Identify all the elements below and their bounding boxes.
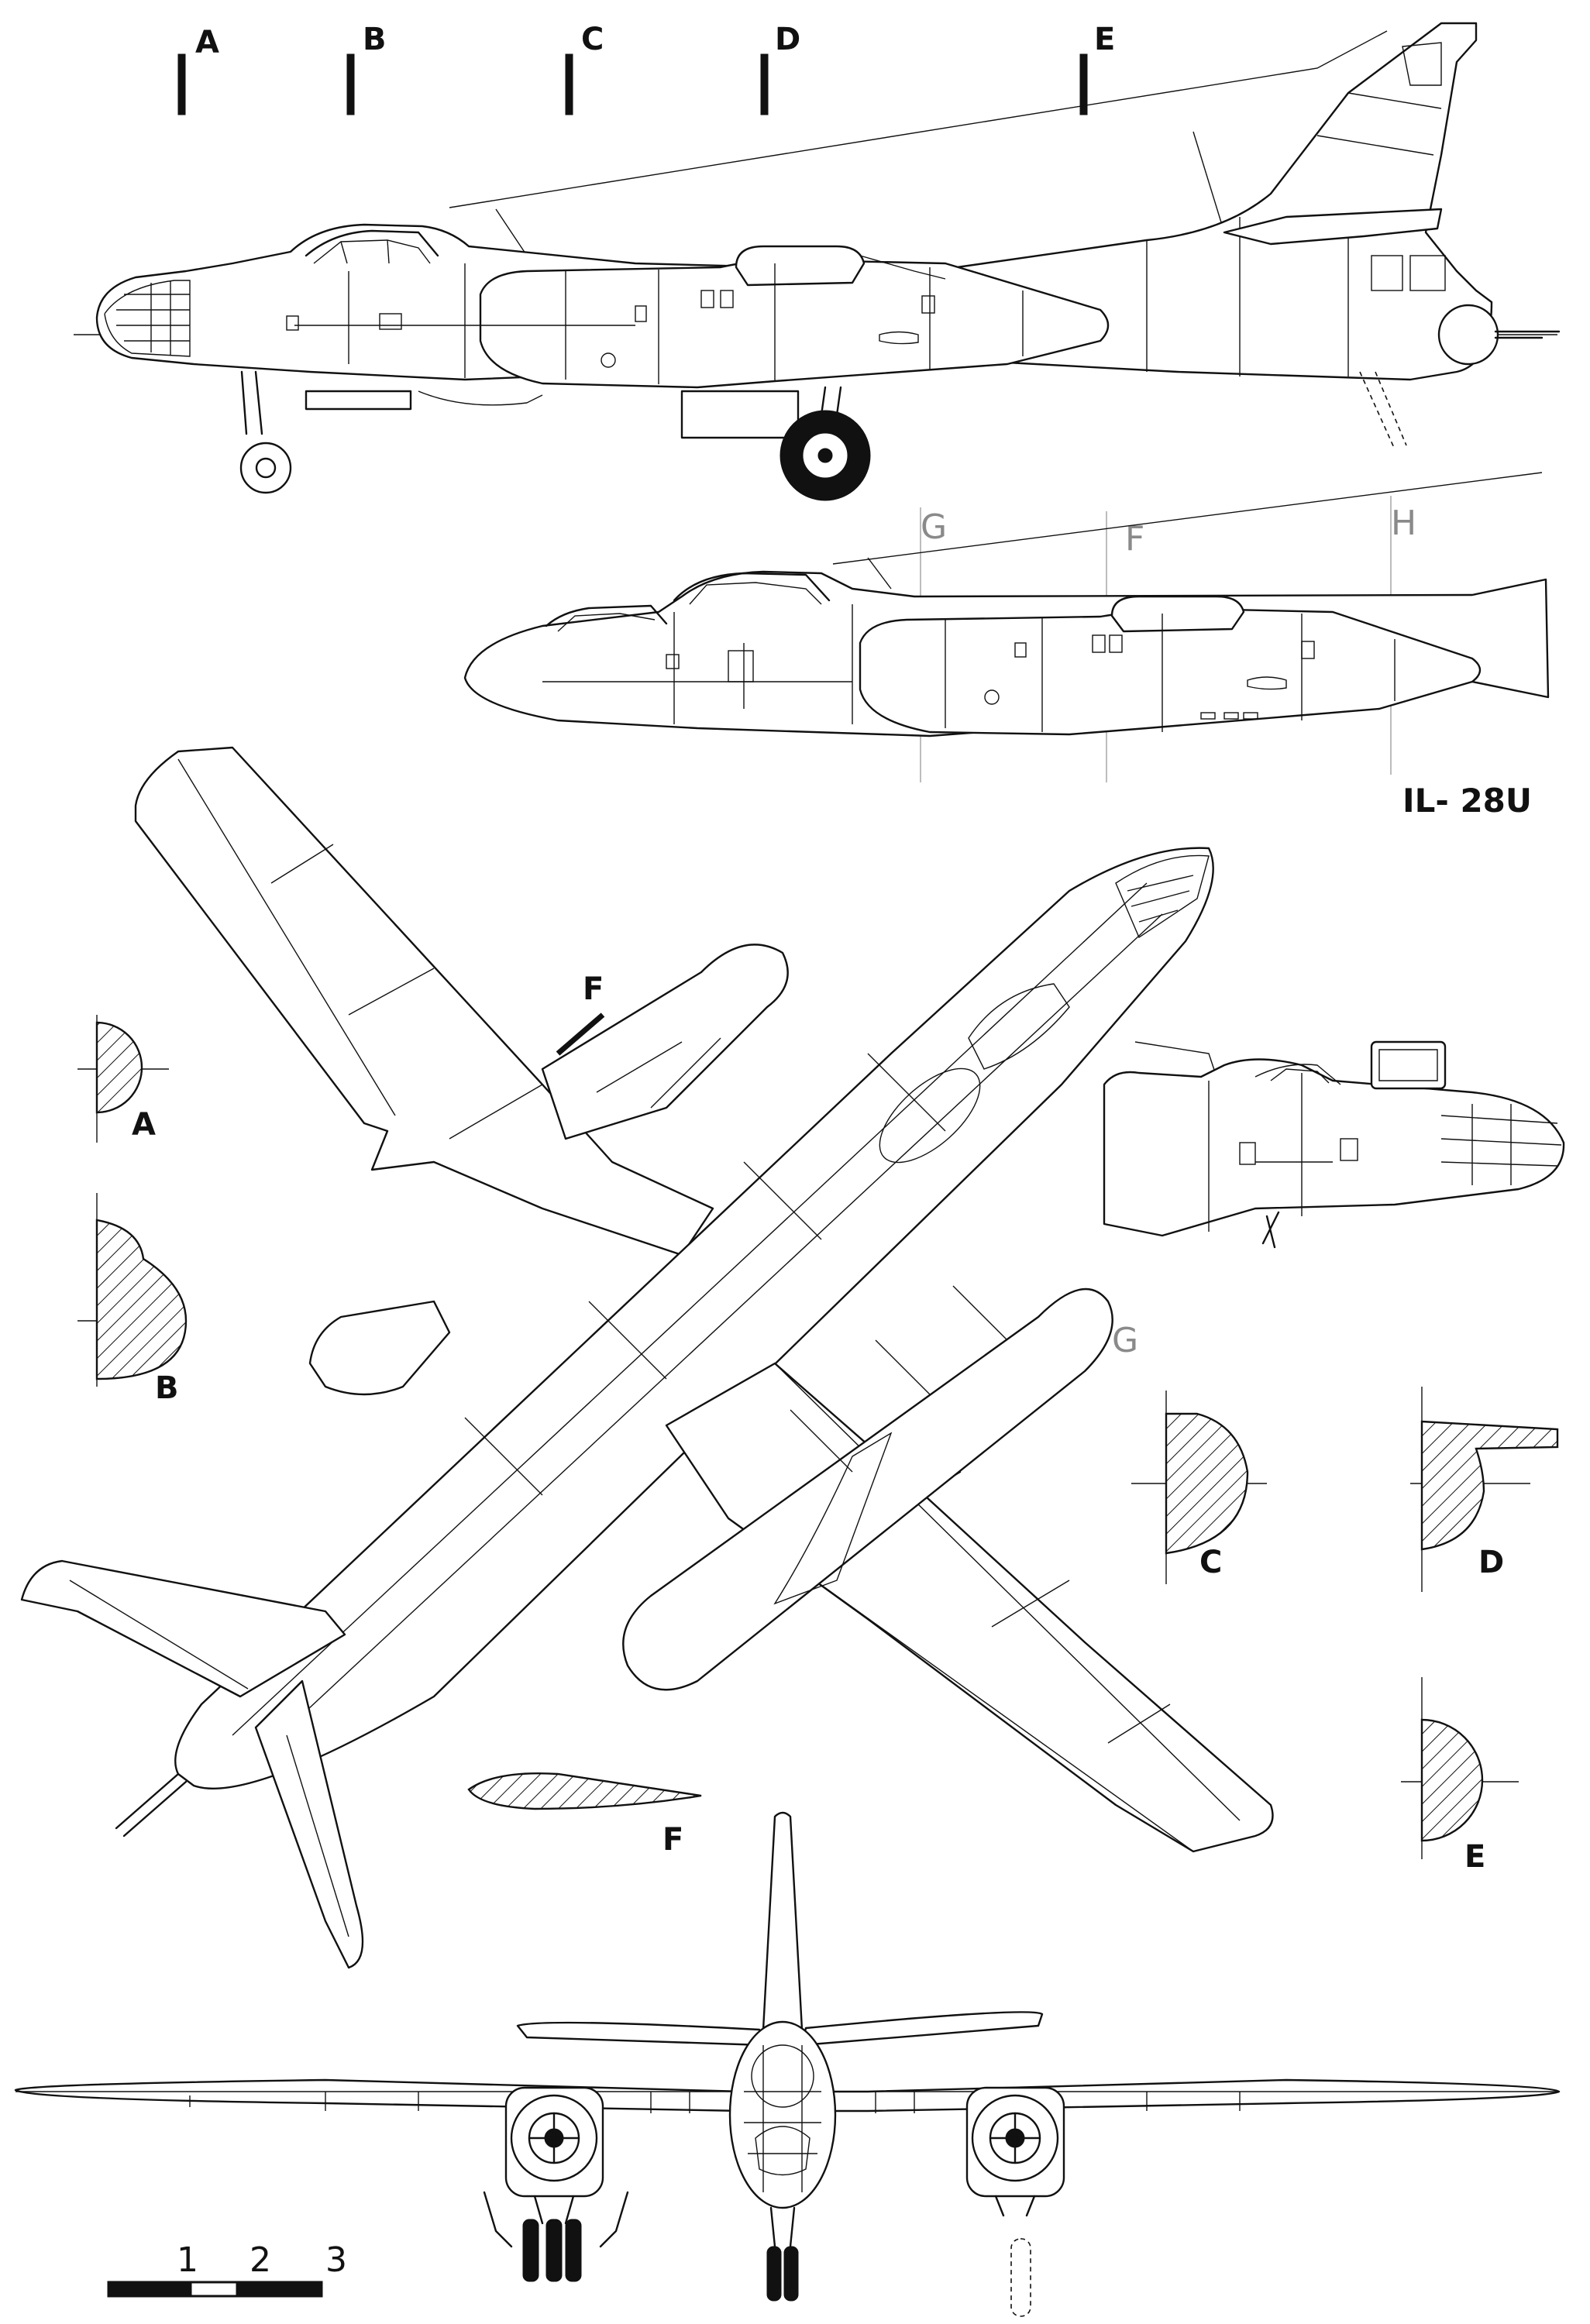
cross-sections: A B C D E F [77, 1015, 1559, 1875]
section-label-e: E [1464, 1839, 1485, 1875]
section-label-c: C [1199, 1545, 1222, 1580]
station-mark-b: B [363, 22, 387, 57]
variant-label: IL- 28U [1402, 782, 1532, 820]
section-label-b: B [155, 1370, 179, 1406]
section-label-d: D [1478, 1545, 1504, 1580]
wing-section-label-f: F [662, 1822, 683, 1858]
section-label-a: A [132, 1107, 156, 1143]
station-markers: A B C D E [177, 22, 1115, 115]
side-view-il28 [74, 22, 1561, 501]
station-mark-a: A [195, 25, 219, 60]
station-mark-c: C [581, 22, 604, 57]
side-view-il28u: G F H IL- 28U [463, 472, 1550, 820]
scale-bar: 1 2 3 [107, 2240, 347, 2298]
top-view-ghost-g: G [1112, 1321, 1138, 1360]
front-view [14, 1811, 1561, 2317]
station-ghost-h: H [1391, 504, 1416, 543]
trainer-nose-detail [1103, 1040, 1565, 1249]
scale-label-2: 2 [250, 2240, 271, 2280]
station-ghost-g: G [921, 507, 947, 547]
station-mark-e: E [1094, 22, 1115, 57]
plan-view: F G [20, 746, 1274, 1969]
station-mark-d: D [775, 22, 800, 57]
scale-label-3: 3 [325, 2240, 347, 2280]
scale-label-1: 1 [177, 2240, 198, 2280]
wing-section-marker-f: F [583, 971, 604, 1007]
